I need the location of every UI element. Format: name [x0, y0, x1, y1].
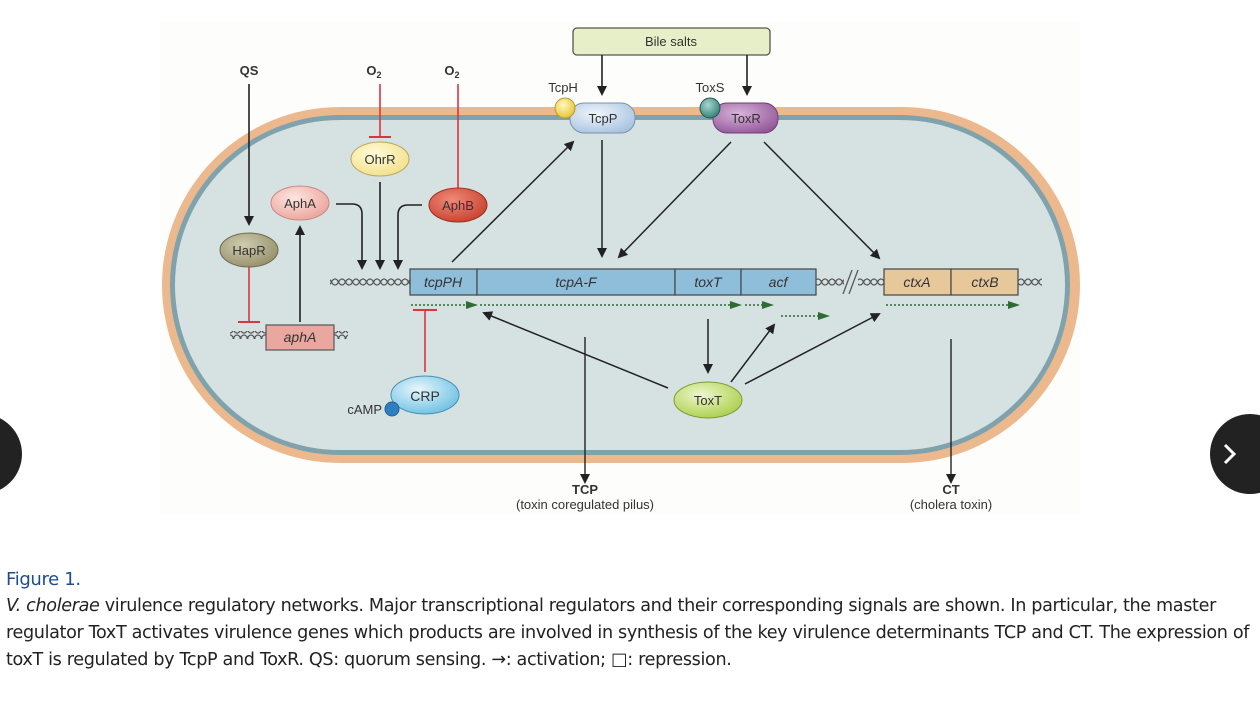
gene-ctxb: ctxB	[950, 268, 1019, 296]
ctx-dna-downstream	[1018, 278, 1042, 286]
tcp-product-title: TCP	[572, 482, 598, 497]
figure-caption-title: Figure 1.	[6, 569, 81, 590]
previous-figure-button[interactable]	[0, 414, 22, 494]
ohrr-label: OhrR	[364, 152, 395, 167]
tcp-dna-upstream	[330, 278, 410, 286]
figure-caption-body: V. cholerae virulence regulatory network…	[6, 593, 1256, 674]
o2-signal-right: O2	[444, 63, 459, 80]
hapr-protein: HapR	[219, 232, 279, 268]
apha-protein: AphA	[270, 185, 330, 221]
toxr-protein: ToxR	[712, 102, 779, 134]
gene-tcpph: tcpPH	[409, 268, 478, 296]
ctxa-label: ctxA	[903, 274, 930, 290]
qs-signal-label: QS	[240, 63, 259, 78]
toxt-activates-ctx	[744, 313, 881, 385]
toxt-activates-acf	[730, 323, 776, 383]
ctxb-label: ctxB	[971, 274, 998, 290]
caption-species: V. cholerae	[6, 596, 100, 616]
tcpp-label: TcpP	[589, 111, 618, 126]
toxr-activates-ctx	[763, 141, 881, 260]
caption-text: virulence regulatory networks. Major tra…	[6, 596, 1250, 670]
apha-gene-label: aphA	[284, 329, 317, 345]
toxs-label: ToxS	[696, 80, 725, 95]
bile-salts-label: Bile salts	[645, 34, 698, 49]
regulatory-network-figure: Bile salts QS O2 O2 OhrR AphA AphB HapR	[160, 22, 1080, 514]
crp-represses-tcpph	[413, 309, 437, 372]
hapr-label: HapR	[232, 243, 265, 258]
toxt-gene-label: toxT	[694, 274, 723, 290]
toxr-activates-toxt	[617, 141, 732, 259]
o2-left-label: O2	[366, 63, 381, 80]
tcph-protein	[554, 97, 576, 119]
acf-gene-label: acf	[769, 274, 790, 290]
o2-right-label: O2	[444, 63, 459, 80]
tcpa-f-label: tcpA-F	[555, 274, 598, 290]
aphb-protein: AphB	[428, 187, 488, 223]
toxr-label: ToxR	[731, 111, 761, 126]
ct-product-title: CT	[942, 482, 959, 497]
aphb-label: AphB	[442, 198, 474, 213]
camp-label: cAMP	[347, 402, 382, 417]
camp-molecule	[384, 401, 400, 417]
o2-signal-left: O2	[366, 63, 381, 80]
tcpp-protein: TcpP	[569, 102, 636, 134]
ohrr-protein: OhrR	[350, 141, 410, 177]
dna-break-mark	[842, 269, 859, 295]
ct-product-subtitle: (cholera toxin)	[910, 497, 992, 512]
dna-break-right	[858, 278, 884, 286]
tcph-label: TcpH	[548, 80, 578, 95]
next-figure-button[interactable]	[1210, 414, 1260, 494]
toxt-protein: ToxT	[673, 381, 743, 419]
o2-represses-ohrr	[369, 84, 391, 138]
bile-salts-box	[572, 27, 771, 56]
aphb-activates-tcpph	[393, 204, 422, 270]
apha-gene: aphA	[265, 324, 335, 351]
apha-dna-right	[334, 331, 348, 339]
toxs-protein	[699, 97, 721, 119]
hapr-represses-apha	[238, 267, 260, 323]
gene-ctxa: ctxA	[883, 268, 952, 296]
apha-dna-left	[230, 331, 266, 339]
dna-break-left	[816, 278, 844, 286]
gene-tcpa-f: tcpA-F	[476, 268, 676, 296]
network-diagram: Bile salts QS O2 O2 OhrR AphA AphB HapR	[162, 27, 1080, 512]
tcpph-label: tcpPH	[424, 274, 463, 290]
chevron-right-icon	[1223, 443, 1237, 465]
toxt-activates-tcpa	[482, 311, 669, 389]
crp-protein: CRP	[390, 375, 460, 415]
crp-label: CRP	[410, 388, 440, 404]
tcp-product-subtitle: (toxin coregulated pilus)	[516, 497, 654, 512]
figure-caption: Figure 1. V. cholerae virulence regulato…	[6, 566, 1256, 674]
toxt-protein-label: ToxT	[694, 393, 722, 408]
apha-label: AphA	[284, 196, 316, 211]
gene-toxt: toxT	[674, 268, 742, 296]
gene-acf: acf	[740, 268, 817, 296]
tcpph-produces-tcpp	[451, 140, 575, 263]
apha-activates-tcpph	[336, 203, 367, 270]
